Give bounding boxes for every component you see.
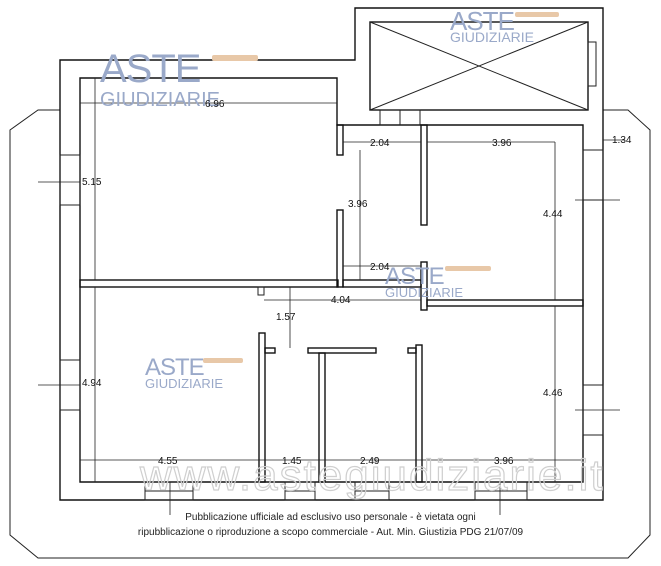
- svg-text:ASTE: ASTE: [145, 354, 204, 381]
- dim-right-offset: 1.34: [612, 135, 632, 146]
- dim-corridor-top-width: 2.04: [370, 138, 390, 149]
- dim-right-upper-height: 4.44: [543, 209, 563, 220]
- stair-void: [369, 21, 597, 126]
- footer-notice-line-2: ripubblicazione o riproduzione a scopo c…: [137, 527, 524, 538]
- svg-text:ASTE: ASTE: [100, 47, 200, 91]
- dimension-labels: 6.96 5.15 4.94 2.04 3.96 3.96 2.04 4.04 …: [82, 99, 632, 467]
- dimension-lines: [38, 78, 625, 515]
- dim-bottom-c: 2.49: [360, 456, 380, 467]
- footer-notice-line-1: Pubblicazione ufficiale ad esclusivo uso…: [185, 512, 476, 523]
- svg-text:GIUDIZIARIE: GIUDIZIARIE: [145, 376, 223, 391]
- dim-top-left-width: 6.96: [205, 99, 225, 110]
- svg-text:ASTE: ASTE: [450, 6, 515, 36]
- dim-right-lower-height: 4.46: [543, 388, 563, 399]
- dim-left-upper-height: 5.15: [82, 177, 102, 188]
- outer-wall: [59, 7, 604, 501]
- dim-left-lower-height: 4.94: [82, 378, 102, 389]
- dim-corridor-height: 3.96: [348, 199, 368, 210]
- svg-text:GIUDIZIARIE: GIUDIZIARIE: [450, 29, 534, 45]
- windows: [59, 149, 604, 501]
- dim-mid-width: 4.04: [331, 295, 351, 306]
- dim-bottom-b: 1.45: [282, 456, 302, 467]
- svg-text:GIUDIZIARIE: GIUDIZIARIE: [100, 89, 220, 111]
- dim-bottom-a: 4.55: [158, 456, 178, 467]
- watermark-url: www.astegiudiziarie.it: [139, 451, 605, 500]
- interior-walls: [79, 124, 584, 483]
- watermark-logo-top: ASTE GIUDIZIARIE: [100, 47, 258, 111]
- dim-passage-depth: 1.57: [276, 312, 296, 323]
- dim-bottom-d: 3.96: [494, 456, 514, 467]
- watermark-logo-left: ASTE GIUDIZIARIE: [145, 354, 243, 391]
- svg-text:ASTE: ASTE: [385, 263, 444, 290]
- svg-text:GIUDIZIARIE: GIUDIZIARIE: [385, 285, 463, 300]
- dim-right-room-width: 3.96: [492, 138, 512, 149]
- dim-corridor-bottom-width: 2.04: [370, 262, 390, 273]
- watermark-logo-mid: ASTE GIUDIZIARIE: [385, 263, 491, 300]
- watermark-logo-topright: ASTE GIUDIZIARIE: [450, 6, 559, 45]
